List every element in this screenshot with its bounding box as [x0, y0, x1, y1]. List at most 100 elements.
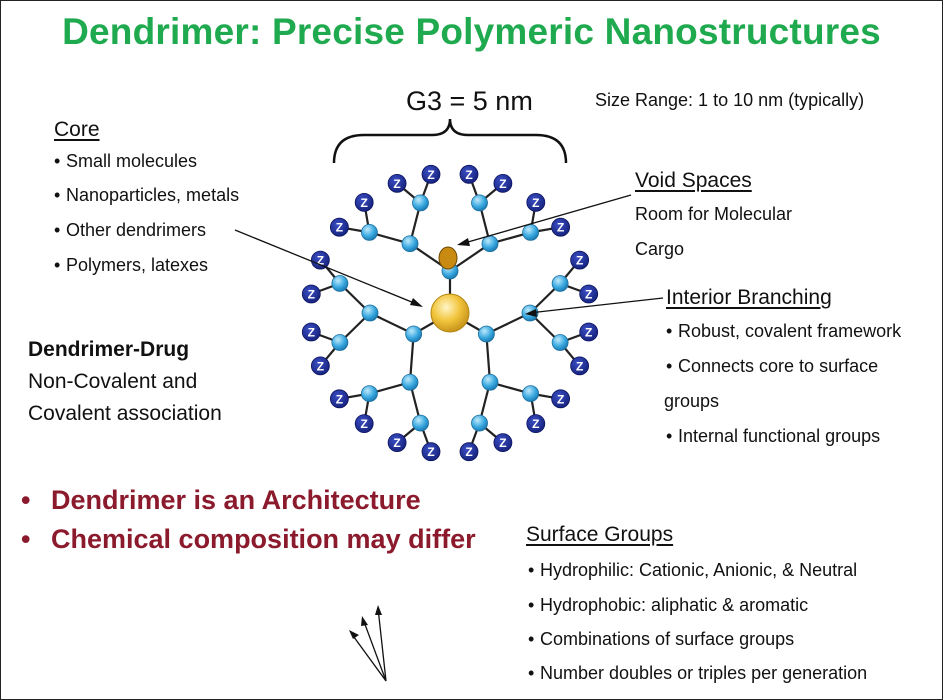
surface-group-label: Z [532, 417, 539, 431]
bullet: • [54, 185, 61, 205]
surface-group [551, 389, 571, 409]
core-item-text: Nanoparticles, metals [66, 185, 240, 205]
surface-group [354, 192, 374, 212]
core-arrowhead [410, 298, 423, 307]
surface-group-label: Z [308, 326, 315, 340]
surface-group [329, 217, 349, 237]
bullet: • [528, 629, 535, 649]
core-item: •Small molecules [54, 151, 197, 172]
surface-item: •Number doubles or triples per generatio… [528, 663, 867, 684]
surface-group-label: Z [465, 445, 472, 459]
surface-group-label: Z [361, 196, 368, 210]
bullet: • [528, 595, 535, 615]
bullet: • [54, 255, 61, 275]
bullet: • [666, 321, 673, 341]
branching-item-text: Internal functional groups [678, 426, 881, 446]
core-item-text: Small molecules [66, 151, 198, 171]
branch-node [360, 223, 378, 241]
surface-item: •Hydrophobic: aliphatic & aromatic [528, 595, 808, 616]
bullet: • [54, 220, 61, 240]
surface-group-label: Z [465, 168, 472, 182]
surface-group-label: Z [585, 287, 592, 301]
surface-group [459, 442, 479, 462]
pointer-arrowheads [349, 238, 537, 639]
pointer-lines [234, 194, 664, 682]
branch-node [471, 194, 488, 212]
void-spaces-line: Cargo [635, 239, 685, 259]
bullet: • [528, 663, 535, 683]
slide-title: Dendrimer: Precise Polymeric Nanostructu… [62, 11, 881, 52]
void-arrowhead [457, 238, 470, 246]
surface-group-label: Z [499, 177, 506, 191]
surface-group-label: Z [576, 359, 583, 373]
size-brace [332, 118, 568, 164]
highlight-item: • Dendrimer is an Architecture [21, 485, 421, 516]
core-sphere [430, 293, 470, 333]
branch-node [551, 275, 569, 292]
surface-group [329, 389, 349, 409]
size-range: Size Range: 1 to 10 nm (typically) [595, 90, 865, 110]
surface-groups-heading: Surface Groups [526, 523, 674, 546]
branch-node [551, 334, 569, 351]
surface-item: •Combinations of surface groups [528, 629, 794, 650]
surface-group [310, 356, 330, 376]
highlight-text: Chemical composition may differ [51, 524, 476, 554]
surface-group-label: Z [427, 168, 434, 182]
core-item: •Nanoparticles, metals [54, 185, 239, 206]
bullet: • [666, 356, 673, 376]
branch-node [405, 325, 423, 343]
bullet: • [21, 485, 31, 515]
surface-group [387, 173, 407, 193]
surface-group-label: Z [336, 392, 343, 406]
core-item-text: Polymers, latexes [66, 255, 209, 275]
surface-group [310, 250, 330, 270]
bullet: • [666, 426, 673, 446]
branch-node [412, 414, 429, 432]
surface-group [526, 192, 546, 212]
surface-group [579, 284, 599, 304]
branch-node [401, 235, 419, 253]
generation-label: G3 = 5 nm [406, 86, 533, 116]
surface-group-label: Z [336, 221, 343, 235]
void-spaces-heading: Void Spaces [635, 169, 752, 192]
surface-group [493, 173, 513, 193]
bullet: • [21, 524, 31, 554]
bullet: • [54, 151, 61, 171]
surface-group-label: Z [557, 221, 564, 235]
branch-node [522, 385, 540, 403]
branching-item: •Robust, covalent framework [666, 321, 901, 342]
branch-node [477, 325, 495, 343]
surface-group-label: Z [557, 392, 564, 406]
surface-group [387, 433, 407, 453]
highlight-text: Dendrimer is an Architecture [51, 485, 421, 515]
surface-group-label: Z [499, 436, 506, 450]
surface-item: •Hydrophilic: Cationic, Anionic, & Neutr… [528, 560, 857, 581]
surface-group [551, 217, 571, 237]
surface-group [570, 356, 590, 376]
surface-group [301, 322, 321, 342]
branch-node [471, 414, 488, 432]
surface-group [459, 164, 479, 184]
surface-group [526, 414, 546, 434]
branch-node [481, 373, 499, 391]
dendrimer-drug-line: Non-Covalent and [28, 370, 198, 393]
branch-node [412, 194, 429, 212]
surface-arrowhead-2 [361, 616, 368, 626]
core-item-text: Other dendrimers [66, 220, 207, 240]
bullet: • [528, 560, 535, 580]
surface-group-label: Z [317, 254, 324, 268]
branching-item-text: Connects core to surface [678, 356, 879, 376]
branching-item-continuation: groups [664, 391, 720, 411]
core-item: •Polymers, latexes [54, 255, 208, 276]
surface-arrow-3 [377, 607, 387, 682]
surface-item-text: Hydrophilic: Cationic, Anionic, & Neutra… [540, 560, 858, 580]
cargo-molecule [438, 246, 458, 270]
surface-group [579, 322, 599, 342]
surface-group-label: Z [308, 287, 315, 301]
branch-node [360, 385, 378, 403]
surface-group [570, 250, 590, 270]
dendrimer-drug-line: Covalent association [28, 402, 222, 425]
